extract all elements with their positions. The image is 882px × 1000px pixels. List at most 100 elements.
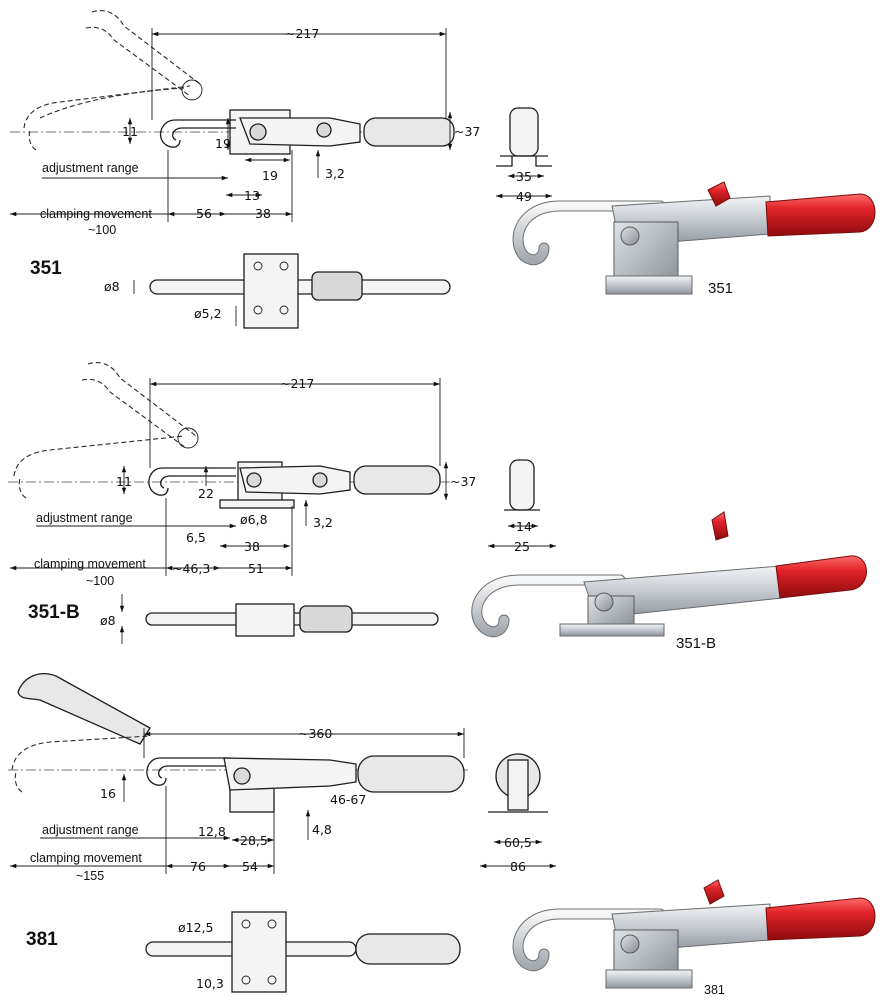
clamping-movement-value: ~155	[76, 869, 104, 883]
end-view-body	[507, 759, 529, 811]
dim-overall-length: ~217	[280, 376, 314, 391]
top-view-rod	[149, 279, 451, 295]
clamping-movement-value: ~100	[86, 574, 114, 588]
dim-12-8: 12,8	[198, 824, 226, 839]
lever	[223, 757, 357, 791]
model-351-b-side-view	[8, 361, 452, 509]
dim-overall-length: ~360	[298, 726, 332, 741]
hook-rod-inner	[171, 127, 236, 141]
dim-38: 38	[244, 539, 260, 554]
mounting-hole	[267, 919, 277, 929]
dim-rod-dia-351: ø8	[104, 279, 120, 294]
dim-height-19: 19	[215, 136, 231, 151]
lever	[239, 117, 361, 147]
handle-grip	[353, 465, 441, 495]
model-label-351-b: 351-B	[28, 602, 80, 623]
pivot-pin	[249, 123, 267, 141]
hook-rod	[146, 757, 230, 786]
dim-hole-dia-381: 10,3	[196, 976, 224, 991]
open-position-pivot	[181, 79, 203, 101]
dim-19: 19	[262, 168, 278, 183]
mounting-hole	[241, 919, 251, 929]
adjustment-range-label: adjustment range	[42, 161, 139, 175]
dim-clamping-76: 76	[190, 859, 206, 874]
model-351-top-view: ø8 ø5,2	[104, 253, 451, 329]
base-foot	[219, 499, 295, 509]
handle-grip	[363, 117, 455, 147]
photo-caption-351-b: 351-B	[676, 635, 716, 652]
photo-safety-latch	[707, 181, 731, 207]
mounting-hole	[241, 975, 251, 985]
end-view-feet	[496, 155, 552, 167]
photo-caption-381: 381	[704, 983, 725, 997]
photo-foot	[605, 275, 693, 295]
dim-end-inner-381: 60,5	[504, 835, 532, 850]
dim-height-22: 22	[198, 486, 214, 501]
model-label-351: 351	[30, 258, 62, 279]
handle-grip	[357, 755, 465, 793]
dim-rod-dia-381: ø12,5	[178, 920, 213, 935]
dim-base-51: 51	[248, 561, 264, 576]
dim-end-outer-381: 86	[510, 859, 526, 874]
dim-46-67: 46-67	[330, 792, 366, 807]
clamping-movement-value: ~100	[88, 223, 116, 237]
model-381-side-view	[8, 673, 470, 813]
photo-pivot	[620, 934, 640, 954]
photo-foot	[605, 969, 693, 989]
model-351-dimensions: ~217 ~37 11 19 19 3,2 13 adjustment rang…	[10, 26, 480, 237]
model-label-381: 381	[26, 929, 58, 950]
dim-base-38: 38	[255, 206, 271, 221]
hook-rod-inner	[159, 475, 236, 489]
dim-overall-length: ~217	[285, 26, 319, 41]
photo-351-b: 351-B	[471, 511, 867, 652]
photo-foot	[559, 623, 665, 637]
open-position-rod-outline	[39, 87, 185, 119]
end-view-body	[509, 107, 539, 157]
dim-base-54: 54	[242, 859, 258, 874]
photo-pivot	[620, 226, 640, 246]
top-view-link	[299, 605, 353, 633]
mounting-hole	[279, 261, 289, 271]
model-351-end-view: 35 49	[496, 107, 552, 204]
mounting-hole	[279, 305, 289, 315]
clamping-movement-label: clamping movement	[34, 557, 146, 571]
model-351-side-view	[10, 9, 460, 155]
top-view-base-plate	[235, 603, 295, 637]
adjustment-range-label: adjustment range	[36, 511, 133, 525]
open-position-pivot	[177, 427, 199, 449]
open-position-hook-outline	[13, 435, 185, 499]
mounting-hole	[253, 261, 263, 271]
link-pin	[316, 122, 332, 138]
dim-end-outer-351b: 25	[514, 539, 530, 554]
photo-381: 381	[512, 879, 876, 997]
hook-rod-inner	[157, 765, 230, 779]
link-pin	[312, 472, 328, 488]
dim-hole-dia-351: ø5,2	[194, 306, 222, 321]
dim-clamping-46-3: ~46,3	[172, 561, 210, 576]
photo-safety-latch	[703, 879, 725, 905]
adjustment-range-label: adjustment range	[42, 823, 139, 837]
dim-13: 13	[244, 188, 260, 203]
hook-rod	[159, 119, 236, 148]
open-position-hook-outline	[11, 735, 151, 793]
open-position-handle-outline	[85, 9, 201, 97]
dim-end-outer-351: 49	[516, 189, 532, 204]
model-381-top-view: ø12,5 10,3	[145, 911, 461, 993]
hook-rod	[148, 467, 236, 496]
dim-end-inner-351b: 14	[516, 519, 532, 534]
open-position-handle-outline	[81, 361, 197, 449]
pivot-pin	[246, 472, 262, 488]
clamping-movement-label: clamping movement	[40, 207, 152, 221]
dim-clamping-56: 56	[196, 206, 212, 221]
pivot-pin	[233, 767, 251, 785]
dim-6-5: 6,5	[186, 530, 206, 545]
dim-handle-height: ~37	[454, 124, 480, 139]
dim-handle-height: ~37	[450, 474, 476, 489]
dim-3-2: 3,2	[325, 166, 345, 181]
dim-4-8: 4,8	[312, 822, 332, 837]
dim-hook-offset: 11	[116, 474, 132, 489]
model-351-b-top-view: ø8	[100, 594, 439, 644]
end-view-body	[509, 459, 535, 511]
model-351-b-end-view: 14 25	[488, 459, 556, 554]
